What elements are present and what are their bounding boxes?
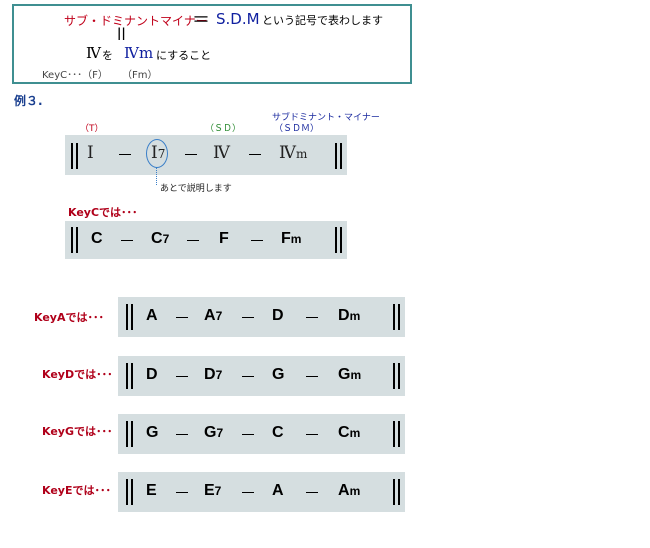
chord-4: Dm	[338, 307, 361, 324]
barline-start-1	[126, 304, 128, 330]
label-subdominant: （ＳＤ）	[205, 124, 242, 134]
chord-1: A	[146, 307, 158, 324]
chord-3: G	[272, 366, 285, 383]
dash-3	[306, 434, 318, 435]
dash-2	[242, 376, 254, 377]
dash-1	[176, 376, 188, 377]
callout-circle	[146, 139, 168, 168]
barline-start-1	[126, 479, 128, 505]
dash-1	[176, 317, 188, 318]
chord-1: G	[146, 424, 159, 441]
dash-1	[176, 492, 188, 493]
key-c-f: KeyC･･･（F）	[42, 70, 108, 81]
dash-1	[119, 154, 131, 155]
barline-end-1	[393, 363, 395, 389]
chord-bar-key-g: G G7 C Cm	[118, 414, 405, 454]
chord-2: G7	[204, 424, 224, 441]
barline-end-1	[335, 143, 337, 169]
chord-2: A7	[204, 307, 223, 324]
equivalence-mark: ||	[117, 26, 126, 40]
key-label-e: KeyEでは･･･	[42, 484, 111, 497]
dash-1	[121, 240, 133, 241]
chord-bar-key-d: D D7 G Gm	[118, 356, 405, 396]
roman-chord-bar: Ⅰ Ⅰ7 Ⅳ Ⅳm	[65, 135, 347, 175]
chord-1: C	[91, 230, 103, 247]
chord-3: A	[272, 482, 284, 499]
chord-4: Fm	[281, 230, 302, 247]
barline-start-1	[71, 227, 73, 253]
dash-2	[242, 434, 254, 435]
barline-start-1	[126, 421, 128, 447]
barline-end-2	[398, 479, 400, 505]
dash-2	[242, 492, 254, 493]
particle-wo: を	[102, 49, 113, 62]
key-label-a: KeyAでは･･･	[34, 311, 104, 324]
barline-start-1	[71, 143, 73, 169]
equals-sign: ＝	[192, 10, 210, 31]
chord-2: D7	[204, 366, 223, 383]
barline-start-2	[131, 479, 133, 505]
chord-4: Am	[338, 482, 361, 499]
chord-four: Ⅳ	[213, 143, 230, 163]
key-c-fm: （Fm）	[122, 70, 158, 81]
barline-start-2	[131, 363, 133, 389]
chord-1: E	[146, 482, 157, 499]
dash-3	[306, 317, 318, 318]
barline-end-2	[398, 363, 400, 389]
dash-1	[176, 434, 188, 435]
barline-end-2	[340, 143, 342, 169]
callout-note: あとで説明します	[160, 184, 232, 194]
label-sdm-name: サブドミナント・マイナー	[272, 113, 380, 123]
chord-3: D	[272, 307, 284, 324]
barline-end-1	[335, 227, 337, 253]
chord-bar-key-a: A A7 D Dm	[118, 297, 405, 337]
callout-leader	[156, 167, 158, 185]
sdm-description: という記号で表わします	[262, 14, 383, 27]
label-tonic: （T）	[80, 124, 104, 134]
chord-4: Cm	[338, 424, 361, 441]
barline-start-2	[76, 143, 78, 169]
barline-end-2	[398, 304, 400, 330]
dash-3	[306, 376, 318, 377]
label-sdm-abbr: （ＳＤＭ）	[274, 124, 320, 134]
barline-end-1	[393, 421, 395, 447]
chord-four-minor: Ⅳm	[279, 143, 308, 163]
dash-2	[242, 317, 254, 318]
barline-start-2	[76, 227, 78, 253]
dash-3	[251, 240, 263, 241]
dash-2	[185, 154, 197, 155]
chord-one: Ⅰ	[87, 143, 94, 163]
chord-4: Gm	[338, 366, 362, 383]
chord-bar-key-c: C C7 F Fm	[65, 221, 347, 259]
barline-end-2	[340, 227, 342, 253]
barline-start-1	[126, 363, 128, 389]
info-box: サブ・ドミナントマイナー ＝ S.D.M という記号で表わします || Ⅳ を …	[12, 4, 412, 84]
chord-3: C	[272, 424, 284, 441]
chord-1: D	[146, 366, 158, 383]
barline-start-2	[131, 421, 133, 447]
example-title: 例３.	[14, 94, 43, 108]
chord-2: E7	[204, 482, 222, 499]
chord-bar-key-e: E E7 A Am	[118, 472, 405, 512]
chord-2: C7	[151, 230, 170, 247]
key-label-d: KeyDでは･･･	[42, 368, 113, 381]
sdm-term: サブ・ドミナントマイナー	[64, 14, 208, 28]
roman-four: Ⅳ	[86, 44, 101, 62]
barline-start-2	[131, 304, 133, 330]
chord-3: F	[219, 230, 229, 247]
key-label-c: KeyCでは･･･	[68, 206, 138, 219]
dash-3	[249, 154, 261, 155]
key-label-g: KeyGでは･･･	[42, 425, 113, 438]
dash-3	[306, 492, 318, 493]
roman-four-minor: Ⅳm	[124, 44, 154, 62]
barline-end-2	[398, 421, 400, 447]
instruction-text: にすること	[156, 49, 212, 62]
barline-end-1	[393, 479, 395, 505]
barline-end-1	[393, 304, 395, 330]
dash-2	[187, 240, 199, 241]
sdm-symbol: S.D.M	[216, 10, 260, 28]
